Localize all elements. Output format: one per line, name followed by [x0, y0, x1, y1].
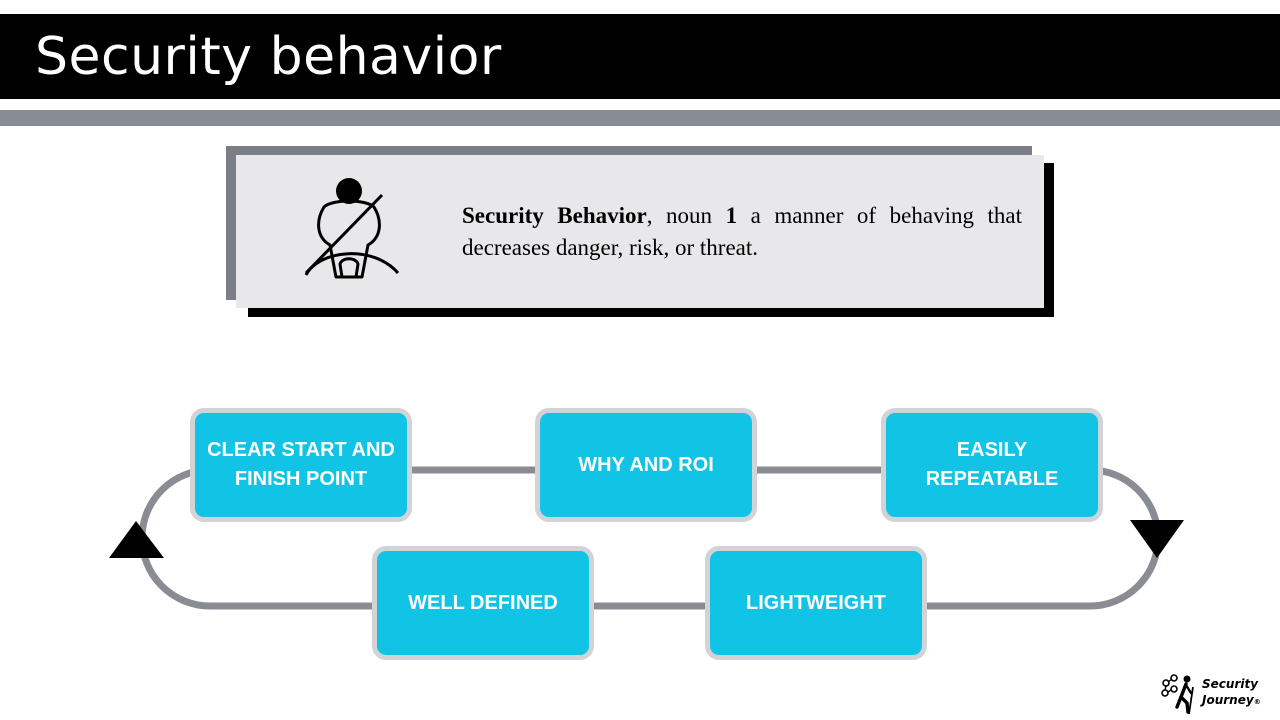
step-well-defined: WELL DEFINED [372, 546, 594, 660]
definition-card: Security Behavior, noun 1 a manner of be… [236, 155, 1044, 308]
arrow-up-icon [109, 521, 164, 558]
logo-registered-mark: ® [1253, 698, 1261, 706]
seatbelt-person-icon [304, 178, 400, 279]
step-lightweight: LIGHTWEIGHT [705, 546, 927, 660]
step-clear-start-and-finish-point: CLEAR START AND FINISH POINT [190, 408, 412, 522]
definition-part-of-speech: , noun [646, 203, 726, 228]
title-bar: Security behavior [0, 14, 1280, 99]
arrow-down-icon [1130, 520, 1184, 558]
definition-text: Security Behavior, noun 1 a manner of be… [462, 200, 1022, 264]
step-why-and-roi: WHY AND ROI [535, 408, 757, 522]
hiker-network-icon [1161, 674, 1194, 715]
title-underline-bar [0, 110, 1280, 126]
slide-title: Security behavior [35, 27, 502, 87]
security-journey-logo: Security Journey® [1160, 673, 1270, 715]
logo-line1: Security [1202, 677, 1259, 691]
step-easily-repeatable: EASILY REPEATABLE [881, 408, 1103, 522]
definition-sense-number: 1 [725, 203, 738, 228]
cycle-loop-line [138, 466, 1162, 610]
definition-term: Security Behavior [462, 203, 647, 228]
definition-meaning: a manner of behaving that decreases dang… [462, 203, 1022, 260]
logo-line2: Journey [1202, 693, 1254, 707]
logo-wordmark: Security Journey® [1202, 676, 1261, 710]
